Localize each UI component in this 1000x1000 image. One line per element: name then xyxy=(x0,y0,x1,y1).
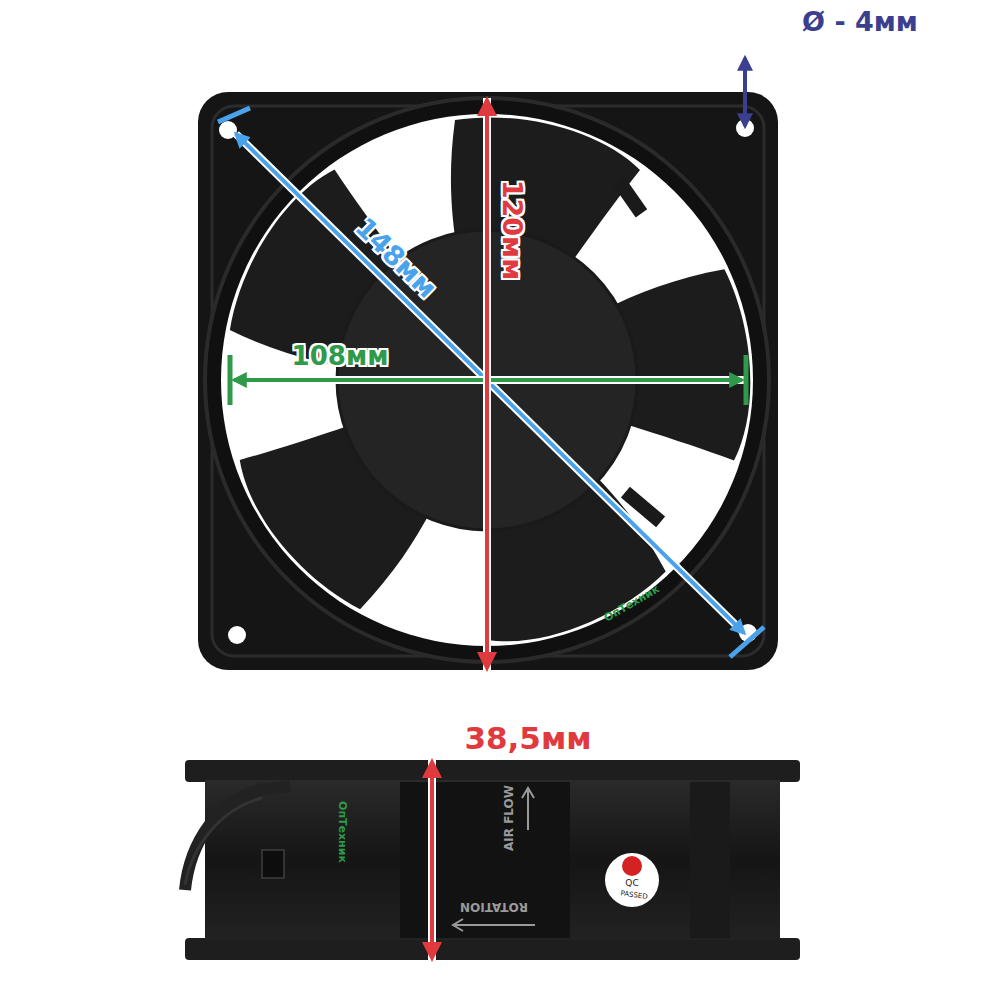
qc-mark: QC xyxy=(625,879,638,889)
rotation-mark: ROTATION xyxy=(460,899,528,912)
depth-dimension: 38,5мм xyxy=(464,721,591,755)
height-dimension: 120мм xyxy=(497,180,527,281)
hole-diameter: Ø - 4мм xyxy=(802,7,918,37)
blade-diameter: 108мм xyxy=(292,342,389,371)
watermark: ОпТехник xyxy=(336,801,348,863)
airflow-mark: AIR FLOW xyxy=(503,785,516,851)
